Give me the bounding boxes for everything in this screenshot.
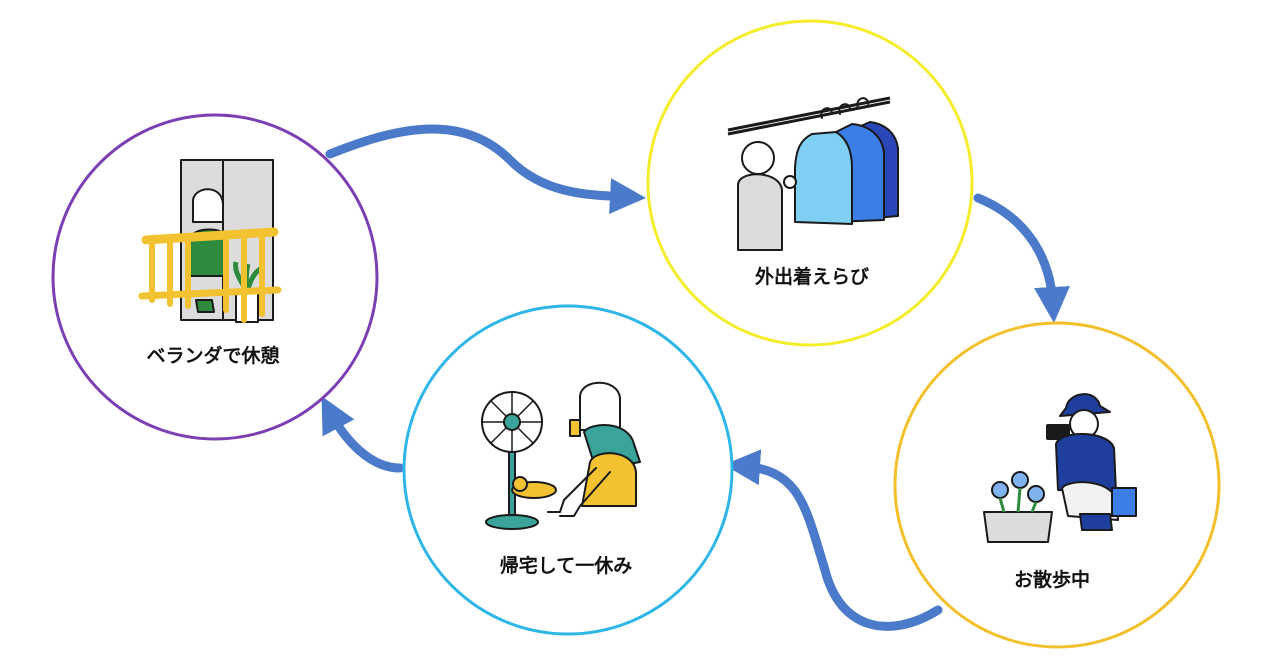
node-veranda: ベランダで休憩 <box>51 113 379 441</box>
woman-resting-by-fan-illustration <box>481 381 641 530</box>
woman-on-balcony-illustration <box>138 159 282 323</box>
fan-icon <box>481 391 543 530</box>
node-label: 外出着えらび <box>755 265 869 288</box>
node-label: ベランダで休憩 <box>146 344 279 367</box>
cat-icon <box>511 476 557 499</box>
arrow-veranda-to-clothes <box>325 124 646 215</box>
node-label: 帰宅して一休み <box>500 554 632 577</box>
woman-choosing-clothes-illustration <box>727 96 899 251</box>
node-label: お散歩中 <box>1014 568 1090 591</box>
arrow-home-to-veranda <box>321 396 405 473</box>
flower-icon <box>991 471 1045 513</box>
node-home: 帰宅して一休み <box>402 304 734 636</box>
woman-photographing-flowers-illustration <box>983 393 1137 543</box>
arrow-walk-to-home <box>724 449 943 631</box>
node-ring <box>402 304 734 636</box>
node-walk: お散歩中 <box>893 321 1221 649</box>
arrow-clothes-to-walk <box>973 193 1070 323</box>
node-clothes: 外出着えらび <box>646 19 974 347</box>
